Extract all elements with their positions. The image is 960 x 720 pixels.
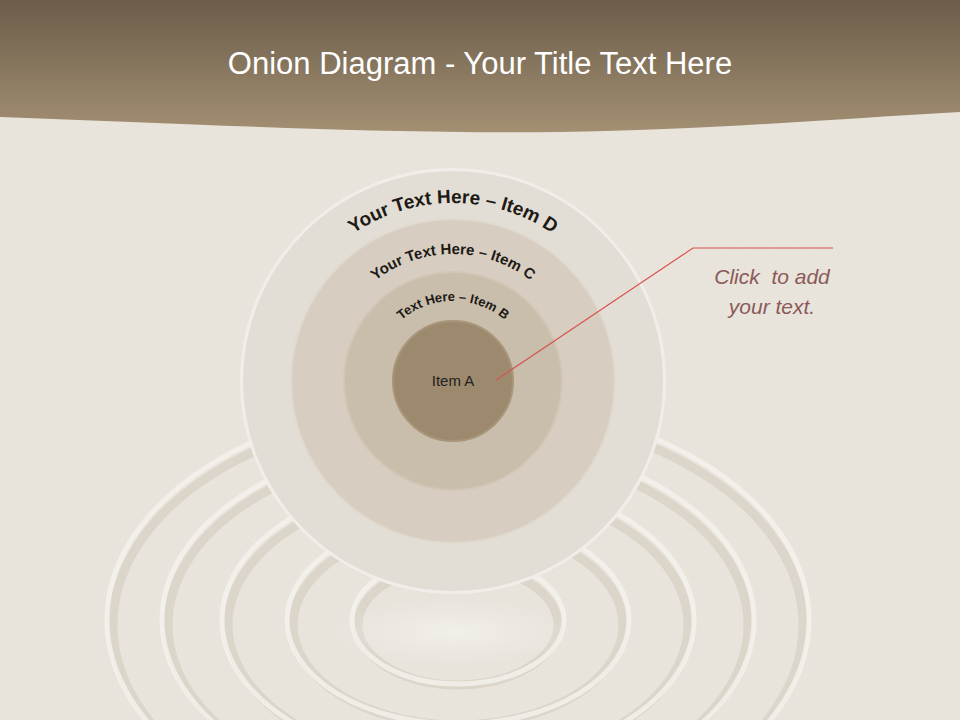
- ring-label: Text Here – Item B: [394, 289, 512, 322]
- ring-circle: [344, 272, 562, 490]
- ring-circle: [291, 219, 615, 543]
- onion-ring: Your Text Here – Item CText Here – Item …: [290, 218, 616, 544]
- onion-ring: Text Here – Item B Item A: [343, 271, 563, 491]
- reflection: [333, 598, 573, 666]
- slide-title: Onion Diagram - Your Title Text Here: [0, 46, 960, 82]
- onion-ring: Item A: [392, 320, 514, 442]
- core-label: Item A: [432, 372, 475, 389]
- header-band: [0, 0, 960, 132]
- callout-text: Click to add your text.: [694, 262, 850, 322]
- ring-circle: [393, 321, 513, 441]
- ring-circle: [242, 170, 665, 593]
- onion-ring: Your Text Here – Item DYour Text Here – …: [240, 168, 666, 594]
